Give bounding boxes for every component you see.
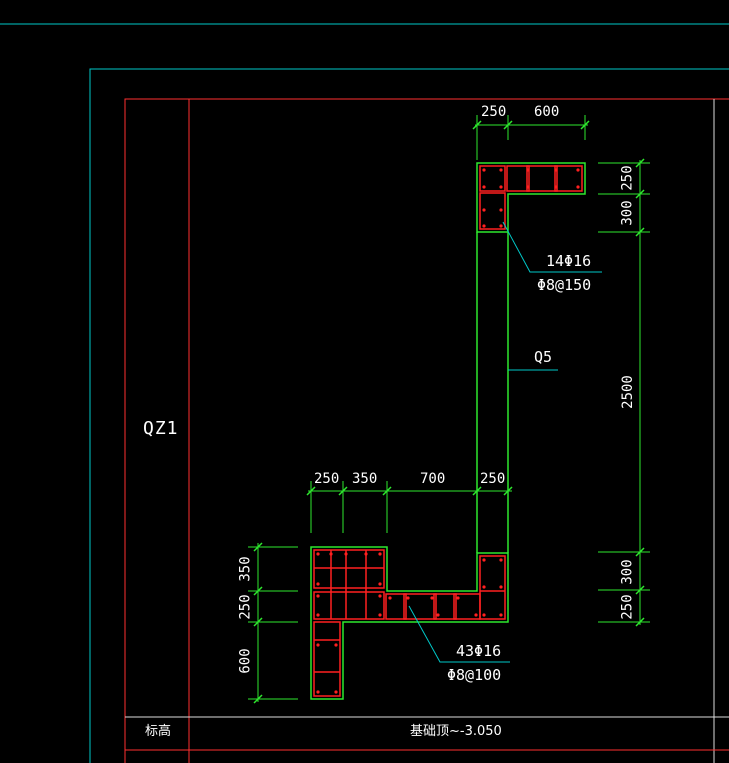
frame-lines — [0, 23, 729, 763]
lower-rebar-stirrup-label: Φ8@100 — [447, 666, 502, 684]
dim-right-mid: 2500 — [619, 375, 636, 409]
upper-section-outline — [476, 162, 586, 233]
dimension-lines — [248, 115, 650, 704]
lower-rebar-dots — [316, 552, 503, 694]
upper-rebar-stirrup-label: Φ8@150 — [537, 276, 592, 294]
elevation-label: 标高 — [145, 724, 172, 739]
dim-mid-3: 700 — [420, 471, 446, 487]
dim-left-2: 250 — [237, 594, 254, 620]
dim-mid-1: 250 — [314, 471, 340, 487]
lower-section-outline — [310, 546, 509, 700]
upper-rebar-main-label: 14Φ16 — [546, 252, 592, 270]
dim-left-1: 350 — [237, 556, 254, 582]
lower-rebar-leader — [408, 605, 510, 663]
dim-right-upper-1: 250 — [619, 165, 636, 191]
elevation-value: 基础顶~-3.050 — [410, 724, 502, 739]
lower-section — [310, 546, 509, 700]
rebar-leaders — [408, 221, 602, 663]
dim-top-2: 600 — [534, 104, 560, 120]
outer-cyan-frame — [89, 68, 729, 763]
dim-left-3: 600 — [237, 648, 254, 674]
column-label: QZ1 — [143, 418, 179, 439]
dim-mid-4: 250 — [480, 471, 506, 487]
lower-rebar-main-label: 43Φ16 — [456, 642, 502, 660]
dim-right-lower-1: 300 — [619, 559, 636, 585]
upper-section — [476, 162, 586, 233]
dim-right-upper-2: 300 — [619, 200, 636, 226]
dim-top-1: 250 — [481, 104, 507, 120]
wall-label: Q5 — [534, 348, 553, 366]
upper-rebar-dots — [482, 168, 580, 228]
dim-mid-2: 350 — [352, 471, 378, 487]
upper-rebar-leader — [502, 221, 602, 273]
inner-red-frame — [124, 98, 729, 763]
dim-right-lower-2: 250 — [619, 594, 636, 620]
upper-rebar-cage — [479, 165, 583, 230]
lower-rebar-cage — [313, 549, 506, 697]
